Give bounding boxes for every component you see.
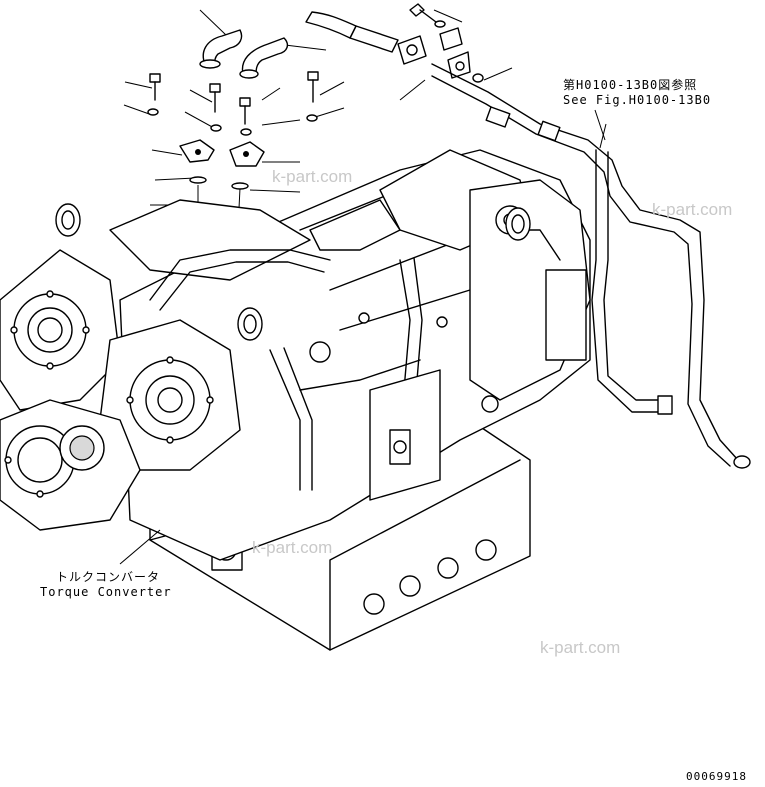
watermark-2: k-part.com: [652, 200, 733, 219]
reference-label-en: See Fig.H0100-13B0: [563, 93, 712, 107]
transmission-body: [0, 149, 591, 651]
hose-elbow-left: [199, 29, 243, 69]
o-ring-upper: [472, 73, 484, 83]
clamp-center: [229, 141, 265, 167]
reference-label-jp: 第H0100-13B0図参照: [563, 78, 698, 92]
hose-long-top: [305, 11, 399, 53]
external-pipe: [431, 63, 751, 469]
watermark-4: k-part.com: [540, 638, 621, 657]
bolt-upper-right: [409, 3, 446, 28]
hose-elbow-right: [239, 37, 289, 79]
bolts-group: [147, 71, 319, 136]
torque-converter-leader: [119, 529, 161, 565]
flange-bolts: [4, 290, 214, 498]
lifting-eyes: [55, 203, 531, 341]
clamp-left: [179, 139, 215, 163]
o-ring-left: [189, 176, 207, 184]
o-ring-center: [231, 182, 249, 190]
top-piping: [149, 249, 423, 491]
clamp-upper-right: [439, 27, 471, 79]
torque-converter-label-en: Torque Converter: [40, 585, 172, 599]
watermark-1: k-part.com: [272, 167, 353, 186]
torque-converter-label-jp: トルクコンバータ: [56, 570, 161, 584]
flange-fitting: [397, 35, 427, 65]
drawing-number: 00069918: [686, 770, 747, 783]
reference-leader: [599, 123, 607, 149]
watermark-3: k-part.com: [252, 538, 333, 557]
output-flanges: [0, 249, 241, 531]
